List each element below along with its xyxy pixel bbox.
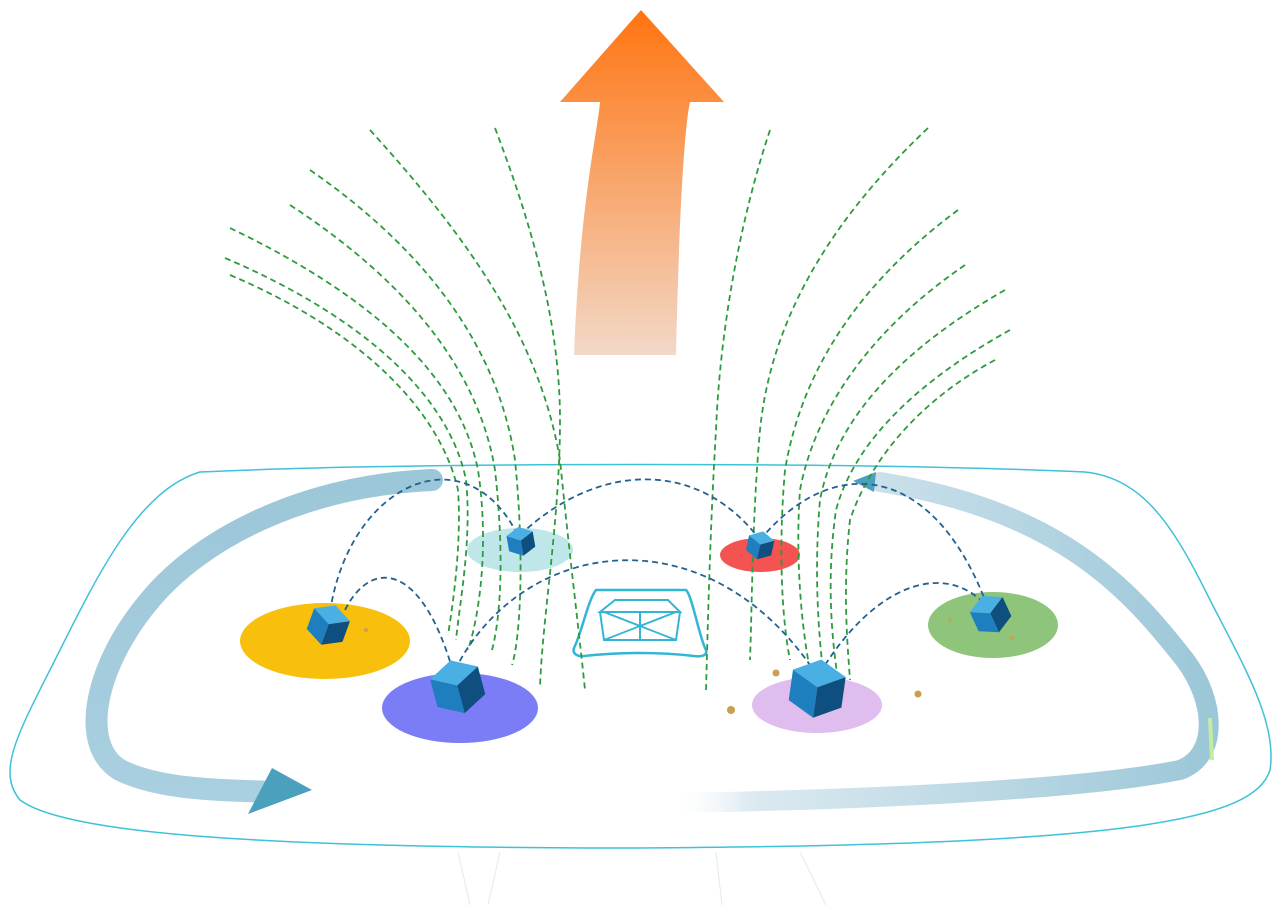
particle bbox=[364, 628, 368, 632]
circulation-arrowhead-left bbox=[248, 768, 312, 814]
node-disks bbox=[240, 528, 1058, 743]
cube-icon bbox=[788, 659, 846, 718]
cube-icon bbox=[430, 660, 486, 714]
transfer-link bbox=[759, 482, 986, 601]
field-line bbox=[816, 289, 1006, 681]
arrow-up-icon bbox=[560, 10, 724, 355]
field-line bbox=[229, 227, 484, 651]
cube-icon bbox=[745, 531, 775, 560]
particle bbox=[948, 618, 952, 622]
under-line bbox=[799, 851, 827, 906]
open-box-icon bbox=[572, 588, 708, 658]
transfer-links bbox=[329, 478, 991, 671]
field-lines bbox=[224, 127, 1011, 691]
particle bbox=[1010, 636, 1014, 640]
cube-icon bbox=[306, 605, 350, 645]
boundary-accent bbox=[1208, 717, 1214, 761]
under-line bbox=[457, 851, 471, 906]
field-line bbox=[797, 264, 966, 671]
cubes bbox=[306, 526, 1012, 718]
field-line bbox=[705, 129, 771, 691]
transfer-link bbox=[519, 478, 761, 541]
transfer-link bbox=[454, 559, 811, 671]
field-line bbox=[829, 329, 1011, 681]
field-line bbox=[309, 169, 522, 666]
cube-icon bbox=[506, 526, 536, 556]
particles bbox=[364, 618, 1014, 714]
field-line bbox=[369, 129, 586, 691]
circulation-flow-left bbox=[85, 469, 443, 803]
field-line bbox=[780, 209, 959, 661]
particle bbox=[727, 706, 735, 714]
under-line bbox=[487, 851, 501, 906]
circulation-flow-right bbox=[658, 472, 1219, 813]
transfer-link bbox=[344, 576, 453, 669]
under-platform-lines bbox=[457, 851, 827, 906]
field-line bbox=[845, 359, 996, 681]
field-line bbox=[229, 274, 460, 636]
under-line bbox=[715, 851, 723, 906]
circulation-arrowhead-right bbox=[853, 472, 876, 492]
field-line bbox=[749, 127, 929, 661]
field-line bbox=[289, 204, 502, 651]
particle bbox=[914, 690, 922, 698]
field-line bbox=[224, 257, 469, 641]
field-line bbox=[494, 127, 561, 689]
platform-boundary bbox=[9, 463, 1272, 849]
transfer-link bbox=[824, 582, 991, 666]
particle bbox=[772, 669, 780, 677]
cube-icon bbox=[969, 596, 1012, 633]
